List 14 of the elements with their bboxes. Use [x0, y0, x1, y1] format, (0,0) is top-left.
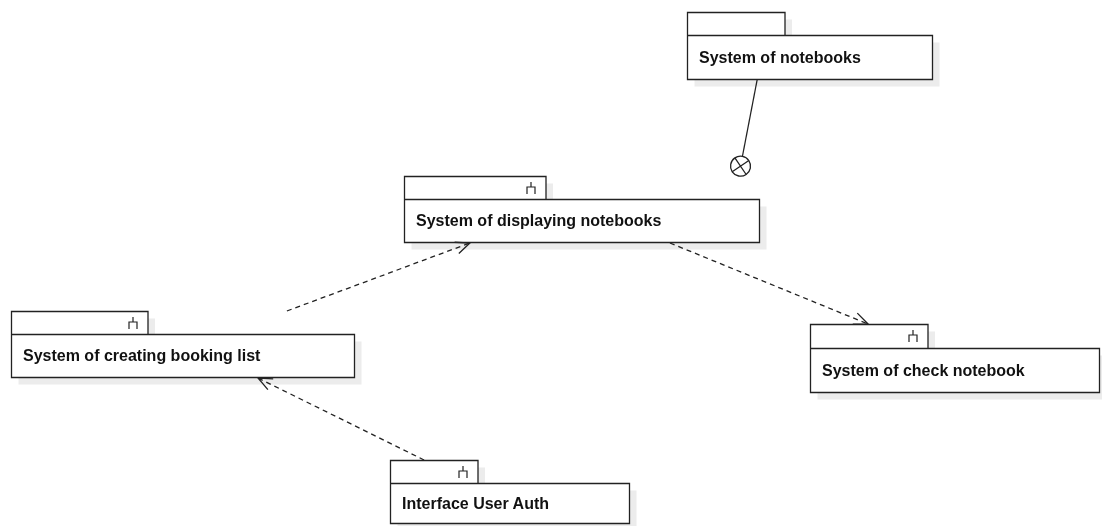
- package-node: [810, 324, 1100, 393]
- package-label: System of displaying notebooks: [416, 211, 662, 231]
- package-node: [687, 12, 933, 80]
- nesting-connector: [729, 79, 758, 177]
- package-node: [404, 176, 760, 243]
- dependency-arrow: [286, 241, 471, 312]
- package-label: System of creating booking list: [23, 346, 261, 366]
- dependency-arrow: [669, 242, 869, 325]
- package-label: Interface User Auth: [402, 493, 549, 514]
- package-label: System of check notebook: [822, 360, 1025, 381]
- package-node: [390, 460, 630, 524]
- dependency-arrow: [257, 377, 425, 461]
- package-node: [11, 311, 355, 378]
- package-label: System of notebooks: [699, 47, 861, 68]
